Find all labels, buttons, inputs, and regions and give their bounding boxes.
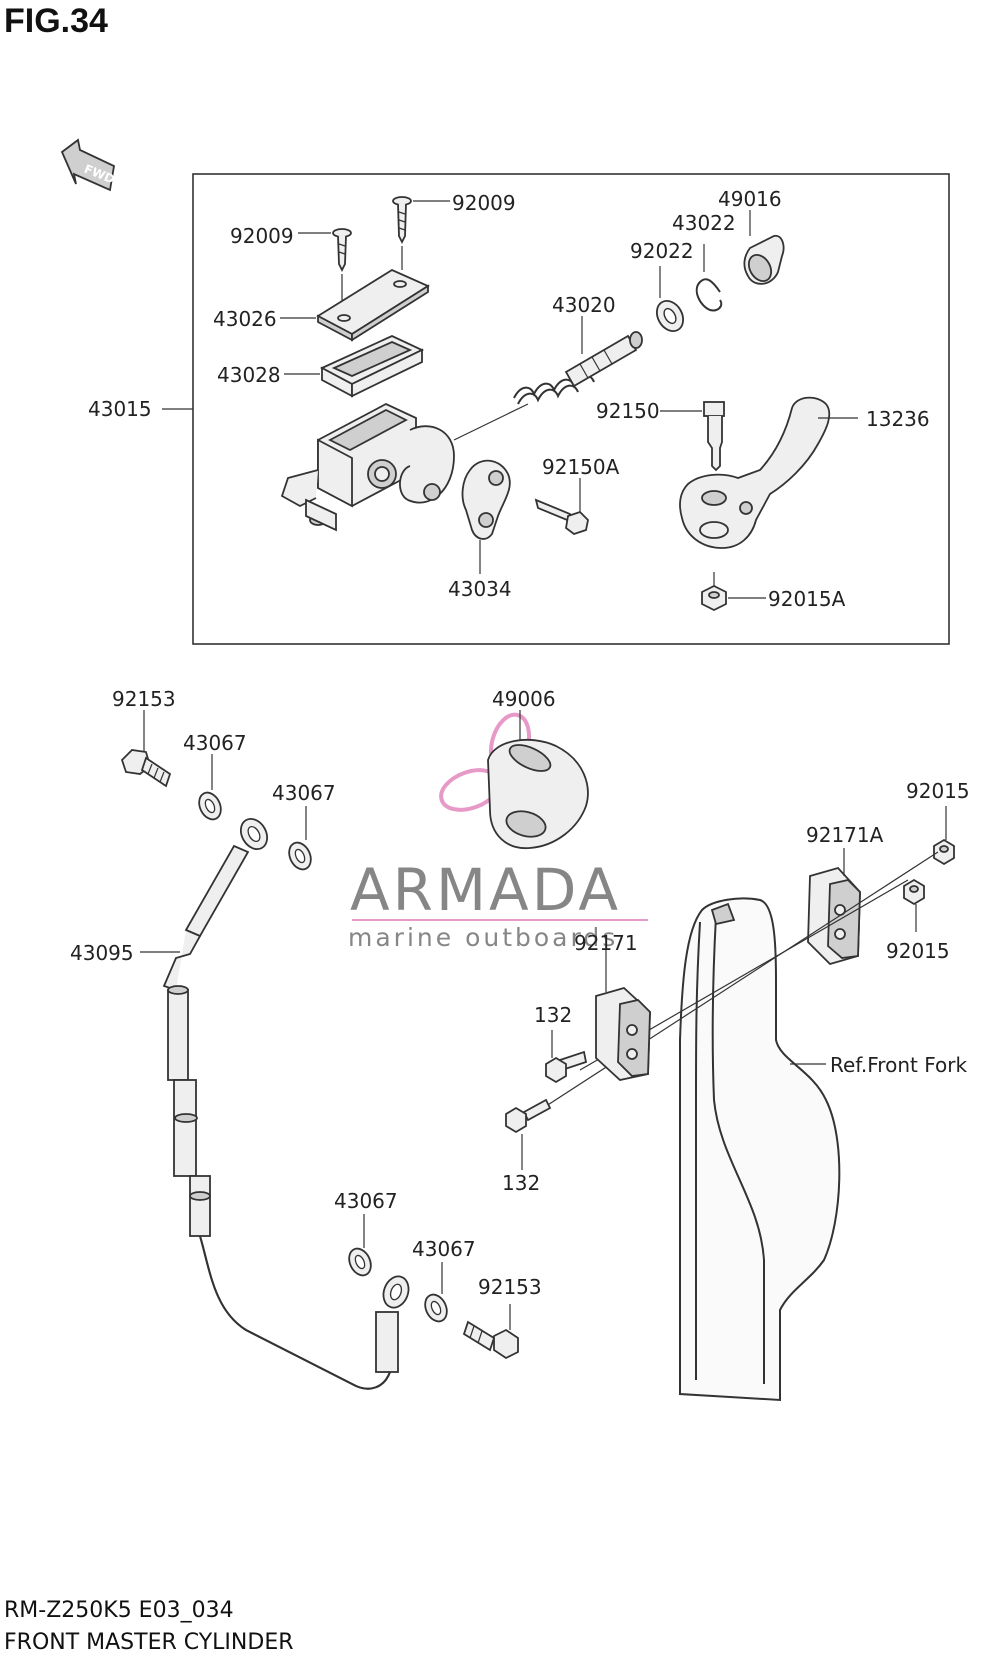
watermark-tagline: marine outboards (348, 923, 618, 952)
label-43015: 43015 (88, 397, 152, 421)
model-code: RM-Z250K5 E03_034 (4, 1598, 234, 1623)
nut-92015A (701, 572, 766, 612)
bolt-132-lower (505, 1098, 552, 1170)
label-92153-bottom: 92153 (478, 1275, 542, 1299)
watermark-brand: ARMADA (350, 856, 621, 924)
label-92022: 92022 (630, 239, 694, 263)
washer-43067-d (424, 1262, 448, 1323)
fwd-arrow-icon: FWD (60, 138, 116, 192)
label-43095: 43095 (70, 941, 134, 965)
figure-title: FIG.34 (4, 2, 108, 40)
label-92015A: 92015A (768, 587, 846, 611)
label-13236: 13236 (866, 407, 930, 431)
screw-92009-right (392, 196, 450, 245)
front-fork-reference (679, 897, 841, 1402)
circlip-43022 (695, 244, 723, 312)
washer-92022 (655, 266, 685, 332)
master-cylinder-body (280, 402, 455, 532)
label-43067-c: 43067 (334, 1189, 398, 1213)
screw-92009-left (298, 228, 352, 273)
washer-43067-c (348, 1214, 372, 1277)
label-43022: 43022 (672, 211, 736, 235)
diaphragm-43028 (284, 335, 425, 398)
label-92150: 92150 (596, 399, 660, 423)
label-49006: 49006 (492, 687, 556, 711)
label-92015-lower: 92015 (886, 939, 950, 963)
piston-spring-43020 (513, 316, 643, 405)
label-43026: 43026 (213, 307, 277, 331)
label-92171A: 92171A (806, 823, 884, 847)
label-92009-left: 92009 (230, 224, 294, 248)
label-92150A: 92150A (542, 455, 620, 479)
label-43028: 43028 (217, 363, 281, 387)
label-43034: 43034 (448, 577, 512, 601)
label-43067-a: 43067 (183, 731, 247, 755)
hose-bracket-92171A (807, 848, 861, 966)
label-92171: 92171 (574, 931, 638, 955)
master-cylinder-assembly-box (192, 173, 950, 645)
label-132-lower: 132 (502, 1171, 540, 1195)
label-92153-top: 92153 (112, 687, 176, 711)
clamp-43034 (461, 459, 511, 574)
brake-hose-43095 (140, 818, 410, 1390)
label-43067-d: 43067 (412, 1237, 476, 1261)
pivot-bolt-92150 (660, 401, 725, 472)
washer-43067-b (288, 806, 312, 871)
label-43067-b: 43067 (272, 781, 336, 805)
label-ref-front-fork: Ref.Front Fork (830, 1053, 967, 1077)
hose-bracket-92171 (595, 950, 651, 1081)
label-49016: 49016 (718, 187, 782, 211)
section-name: FRONT MASTER CYLINDER (4, 1630, 294, 1655)
label-92015-upper: 92015 (906, 779, 970, 803)
nut-92015-lower (903, 878, 925, 932)
nut-92015-upper (933, 806, 955, 866)
label-43020: 43020 (552, 293, 616, 317)
label-132-upper: 132 (534, 1003, 572, 1027)
banjo-bolt-92153-top (120, 710, 172, 788)
watermark: ARMADA marine outboards (348, 712, 648, 952)
hose-clamp-49006 (487, 710, 589, 849)
reservoir-cap-43026 (280, 268, 430, 342)
bolt-132-upper (545, 1030, 588, 1084)
boot-49016 (743, 210, 785, 285)
clamp-bolt-92150A (534, 478, 589, 536)
banjo-bolt-92153-bottom (462, 1304, 519, 1360)
washer-43067-a (198, 754, 222, 821)
brake-lever-13236 (679, 396, 858, 549)
label-92009-right: 92009 (452, 191, 516, 215)
